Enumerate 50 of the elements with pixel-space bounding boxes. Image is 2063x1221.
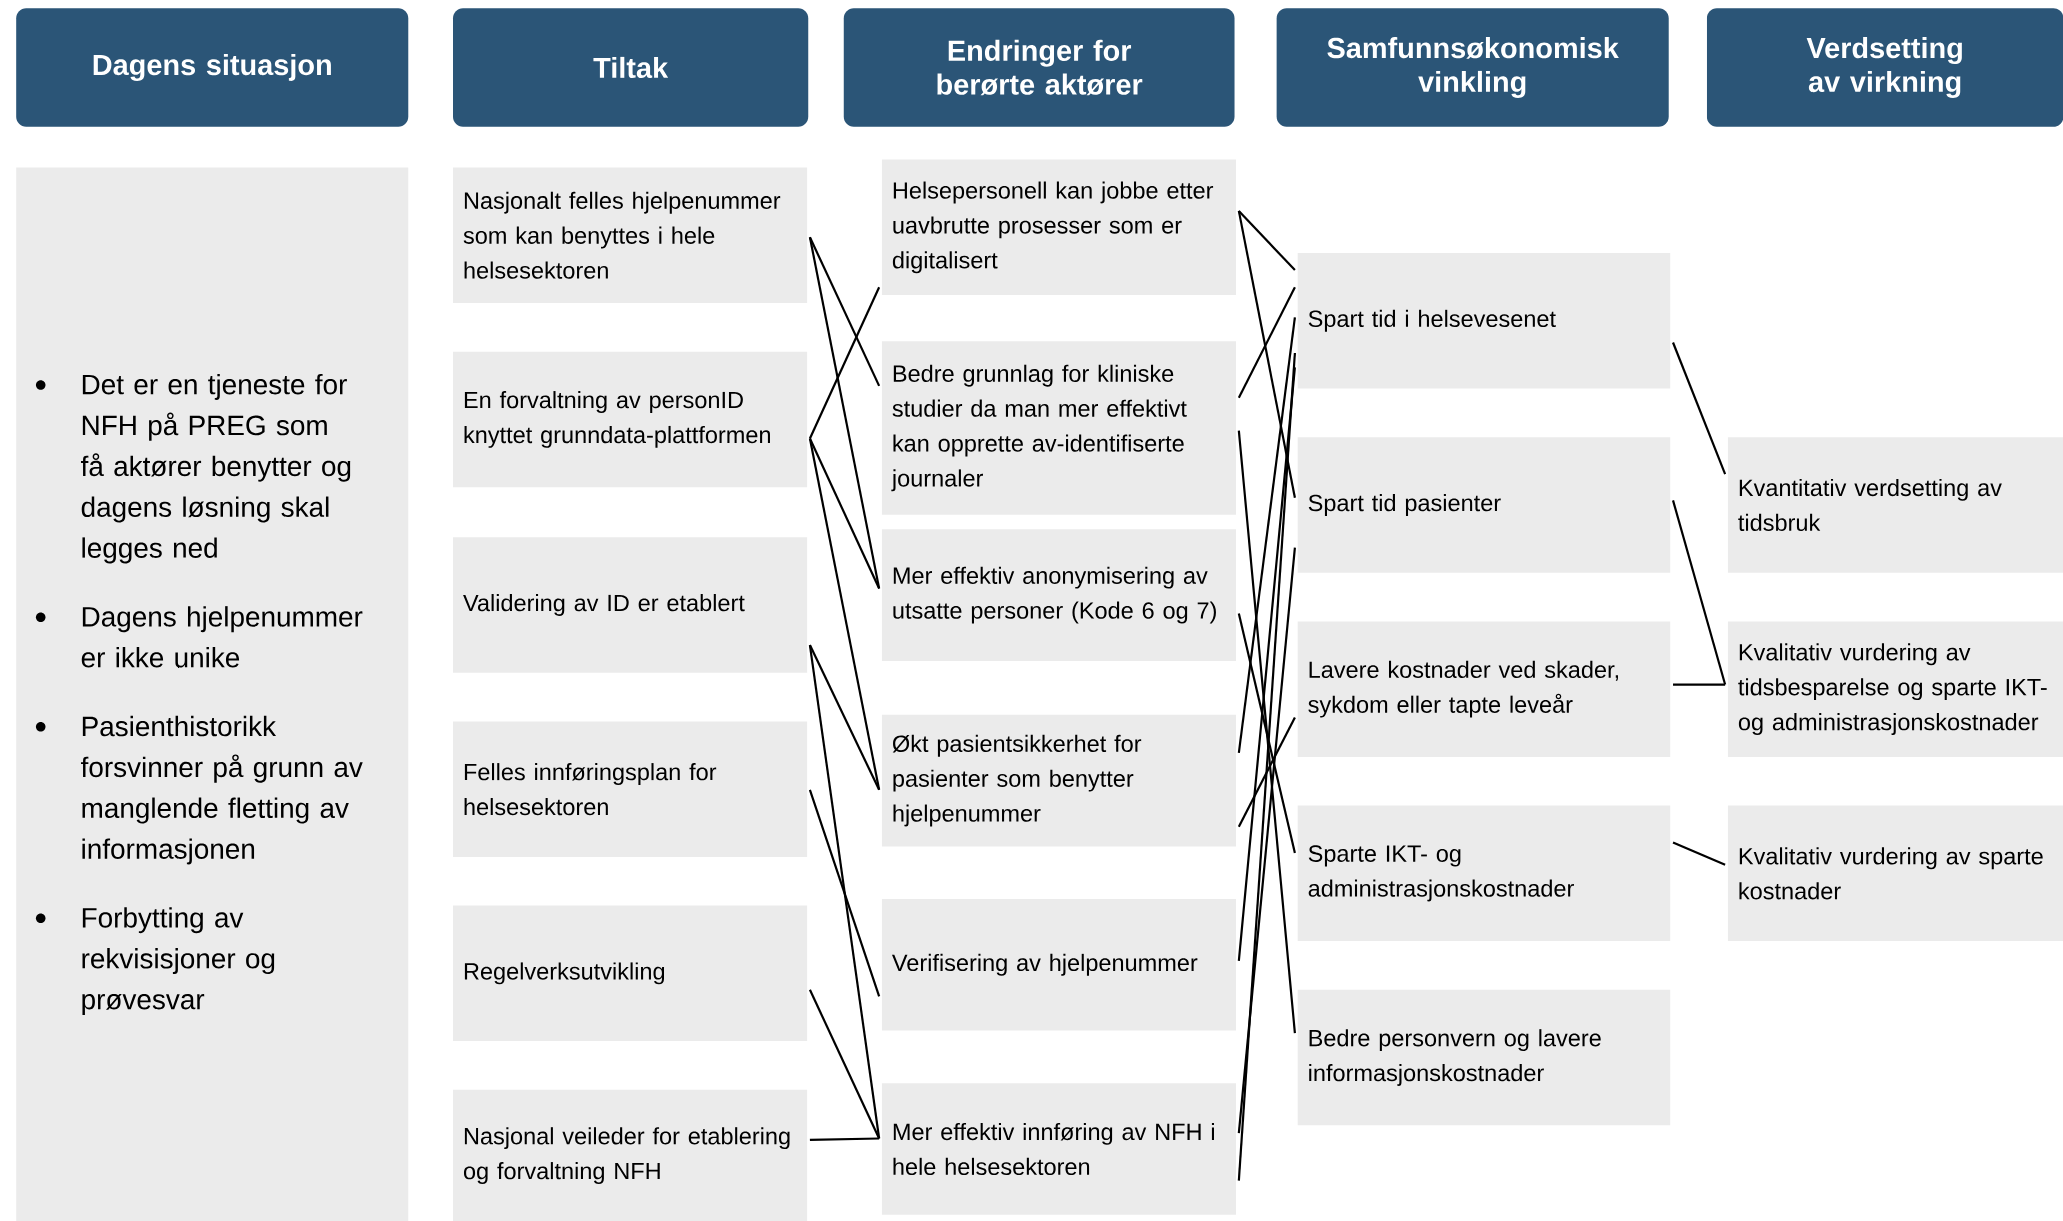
connector-line xyxy=(1237,367,1296,961)
text-box: Nasjonal veileder for etablering og forvaltning NFH xyxy=(453,1089,808,1221)
connector-line xyxy=(808,644,881,1139)
column-header: Verdsetting av virkning xyxy=(1706,8,2063,127)
text-box: Sparte IKT- og administrasjonskostnader xyxy=(1297,805,1671,942)
text-box: Verifisering av hjelpenummer xyxy=(881,899,1237,1031)
text-box: Spart tid pasienter xyxy=(1297,437,1671,573)
connector-line xyxy=(808,644,881,791)
connector-line xyxy=(808,438,881,589)
connector-line xyxy=(1671,500,1727,685)
column-header: Tiltak xyxy=(453,8,809,127)
text-box: En forvaltning av personID knyttet grunndata-plattformen xyxy=(453,351,808,488)
text-box: Kvalitativ vurdering av tidsbesparelse og sparte IKT- og administrasjonskostnader xyxy=(1727,621,2063,757)
column-header: Dagens situasjon xyxy=(16,8,409,127)
text-box: Lavere kostnader ved skader, sykdom eller tapte leveår xyxy=(1297,621,1671,757)
connector-line xyxy=(1673,683,1726,686)
text-box: Nasjonalt felles hjelpenummer som kan benyttes i hele helsesektoren xyxy=(453,167,808,304)
situation-panel: Det er en tjeneste for NFH på PREG som få aktører benytter og dagens løsning skal legges ned Dagens hjelpenummer er ikke unike Pasienthistorikk forsvinner på grunn av manglende fletting av informasjonen Forbytting av rekvisisjoner og prøvesvar xyxy=(16,167,409,1221)
text-box: Kvantitativ verdsetting av tidsbruk xyxy=(1727,437,2063,573)
column-header: Samfunnsøkonomisk vinkling xyxy=(1276,8,1669,127)
connector-line xyxy=(808,789,881,997)
connector-line xyxy=(1672,342,1727,475)
connector-line xyxy=(1238,210,1296,271)
connector-line xyxy=(808,236,881,387)
text-box: Mer effektiv innføring av NFH i hele helsesektoren xyxy=(881,1083,1237,1215)
connector-line xyxy=(1237,210,1296,498)
text-box: Felles innføringsplan for helsesektoren xyxy=(453,721,808,857)
connector-line xyxy=(1237,352,1296,1181)
connector-line xyxy=(1237,547,1296,1134)
text-box: Regelverksutvikling xyxy=(453,905,808,1042)
column-header: Endringer for berørte aktører xyxy=(843,8,1235,127)
connector-line xyxy=(1237,716,1296,828)
text-box: Økt pasientsikkerhet for pasienter som benytter hjelpenummer xyxy=(881,714,1237,847)
text-box: Validering av ID er etablert xyxy=(453,537,808,673)
text-box: Bedre grunnlag for kliniske studier da man mer effektivt kan opprette av-identifiserte journaler xyxy=(881,341,1237,515)
text-box: Helsepersonell kan jobbe etter uavbrutte prosesser som er digitalisert xyxy=(881,159,1237,296)
connector-line xyxy=(1237,613,1296,854)
connector-line xyxy=(808,438,881,791)
text-box: Kvalitativ vurdering av sparte kostnader xyxy=(1727,805,2063,942)
connector-line xyxy=(1237,317,1296,754)
text-box: Bedre personvern og lavere informasjonskostnader xyxy=(1297,989,1671,1126)
text-box: Spart tid i helsevesenet xyxy=(1297,253,1671,389)
connector-line xyxy=(808,237,881,589)
connector-line xyxy=(808,286,881,439)
connector-line xyxy=(1237,430,1296,1034)
connector-line xyxy=(809,1137,880,1141)
connector-line xyxy=(1672,841,1726,866)
text-box: Mer effektiv anonymisering av utsatte personer (Kode 6 og 7) xyxy=(881,529,1237,661)
connector-line xyxy=(808,989,881,1139)
connector-line xyxy=(1237,286,1296,399)
